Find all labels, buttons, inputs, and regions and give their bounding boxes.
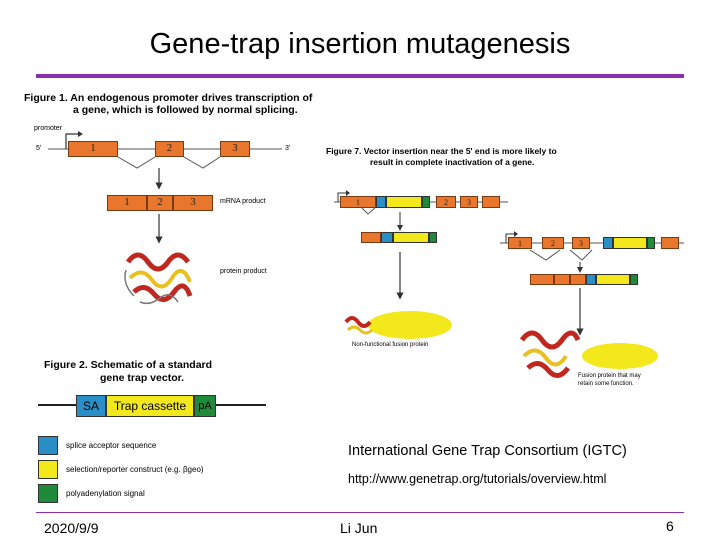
fig7-right-cassette [613, 237, 647, 249]
fig7-right-mrna-sa [586, 274, 596, 285]
slide-title: Gene-trap insertion mutagenesis [149, 28, 571, 60]
fig7-left-mrna-cassette [393, 232, 429, 243]
fig7-left-exon-3: 3 [460, 196, 478, 208]
fig7-right-mrna-exon-3 [570, 274, 586, 285]
credit-url[interactable]: http://www.genetrap.org/tutorials/overvi… [348, 472, 607, 486]
fig2-title-line2: gene trap vector. [100, 372, 185, 384]
top-divider [36, 74, 684, 78]
bottom-divider [36, 512, 684, 513]
fig7-left-label: Non-functional fusion protein [352, 342, 429, 348]
legend-label-sa: splice acceptor sequence [66, 441, 157, 450]
five-prime-label: 5' [36, 145, 42, 152]
mrna-exon-2: 2 [147, 195, 173, 211]
fig1-splice-2 [183, 156, 221, 169]
page-number: 6 [666, 518, 674, 534]
legend-swatch-pa [38, 484, 58, 503]
fig7-right-protein-icon [519, 330, 581, 378]
fig1-title-line1: Figure 1. An endogenous promoter drives … [24, 92, 313, 104]
fig1-exon-1: 1 [68, 141, 118, 157]
fig7-right-mrna-cassette [596, 274, 630, 285]
fig7-right-mrna-pa [630, 274, 638, 285]
fig1-exon-2: 2 [155, 141, 184, 157]
fig7-right-mrna-exon-1 [530, 274, 554, 285]
fig7-left-mrna-exon [361, 232, 381, 243]
fig7-right-exon-1: 1 [508, 237, 532, 249]
fig7-right-pa [647, 237, 655, 249]
fig7-left-mrna-sa [381, 232, 393, 243]
fig2-pa-block: pA [194, 395, 216, 417]
fig2-title-line1: Figure 2. Schematic of a standard [44, 359, 213, 371]
fig7-left-pa [422, 196, 430, 208]
fig7-right-fusion-blob [582, 343, 658, 369]
fig1-splice-1 [117, 156, 156, 169]
legend-swatch-cassette [38, 460, 58, 479]
promoter-label: promoter [34, 125, 63, 132]
fig7-left-exon-1: 1 [340, 196, 376, 208]
footer-date: 2020/9/9 [44, 520, 99, 536]
fig1-exon-3: 3 [220, 141, 250, 157]
fig7-title-line1: Figure 7. Vector insertion near the 5' e… [326, 146, 557, 156]
mrna-label: mRNA product [220, 198, 266, 205]
legend-label-cassette: selection/reporter construct (e.g. βgeo) [66, 465, 204, 474]
fig7-left-cassette [386, 196, 422, 208]
fig2-cassette-block: Trap cassette [106, 395, 194, 417]
fig7-right-exon-3: 3 [572, 237, 590, 249]
fig7-right-exon-4 [661, 237, 679, 249]
fig7-right-label-line1: Fusion protein that may [578, 373, 641, 379]
footer-author: Li Jun [340, 520, 378, 536]
fig7-right-exon-2: 2 [542, 237, 564, 249]
fig7-right-mrna-exon-2 [554, 274, 570, 285]
legend-label-pa: polyadenylation signal [66, 489, 145, 498]
three-prime-label: 3' [285, 145, 291, 152]
fig7-right-sa [603, 237, 613, 249]
fig7-left-mrna-pa [429, 232, 437, 243]
fig1-title-line2: a gene, which is followed by normal spli… [73, 104, 298, 116]
fig7-left-sa [376, 196, 386, 208]
mrna-exon-3: 3 [173, 195, 213, 211]
fig2-sa-block: SA [76, 395, 106, 417]
protein-label: protein product [220, 268, 267, 275]
fig7-right-label-line2: retain some function. [578, 381, 634, 387]
mrna-exon-1: 1 [107, 195, 147, 211]
fig7-left-exon-2: 2 [436, 196, 456, 208]
credit-org: International Gene Trap Consortium (IGTC… [348, 443, 627, 459]
fig7-left-fusion-blob [368, 311, 452, 339]
fig7-left-exon-4 [482, 196, 500, 208]
fig1-promoter-arrow [65, 133, 80, 149]
legend-swatch-sa [38, 436, 58, 455]
fig7-title-line2: result in complete inactivation of a gen… [370, 157, 535, 167]
fig1-protein-icon [124, 252, 193, 305]
